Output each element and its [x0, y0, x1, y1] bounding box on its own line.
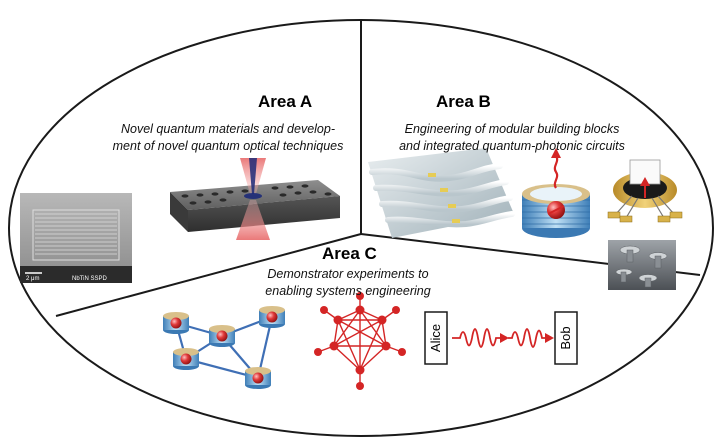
alice-bob-link-image: Alice Bob: [424, 311, 578, 365]
area-b-description-line1: Engineering of modular building blocks: [404, 122, 620, 136]
area-b-description: Engineering of modular building blocks a…: [364, 121, 660, 155]
area-c-description-line2: enabling systems engineering: [265, 284, 431, 298]
area-a-description: Novel quantum materials and develop- men…: [100, 121, 356, 155]
entanglement-graph-image: [314, 292, 406, 390]
area-c-title: Area C: [322, 244, 377, 263]
arrow-icon: [545, 333, 554, 343]
waveguide-chip-image: [368, 148, 515, 238]
area-a-title: Area A: [258, 92, 313, 111]
photonic-crystal-slab-image: [170, 158, 340, 240]
sem-scale-label: 2 μm: [26, 276, 39, 282]
bob-box: [554, 311, 578, 365]
area-a-description-line2: ment of novel quantum optical techniques: [112, 139, 344, 153]
area-b-title: Area B: [436, 92, 491, 111]
ring-resonator-image: [607, 159, 683, 223]
bob-label: Bob: [558, 326, 573, 349]
sem-micrograph-image: 2 μm NbTiN SSPD: [20, 193, 132, 283]
alice-box: [424, 311, 448, 365]
divider-a-c: [55, 233, 362, 317]
micropillar-array-image: [608, 240, 676, 290]
area-c-description-line1: Demonstrator experiments to: [267, 267, 429, 281]
sem-caption: NbTiN SSPD: [72, 276, 107, 282]
arrow-icon: [500, 333, 509, 343]
area-b-description-line2: and integrated quantum-photonic circuits: [399, 139, 625, 153]
alice-label: Alice: [428, 324, 443, 352]
micropillar-emitter-image: [522, 148, 590, 238]
quantum-network-image: [163, 306, 285, 389]
area-a-description-line1: Novel quantum materials and develop-: [120, 122, 335, 136]
area-c-description: Demonstrator experiments to enabling sys…: [250, 266, 446, 300]
